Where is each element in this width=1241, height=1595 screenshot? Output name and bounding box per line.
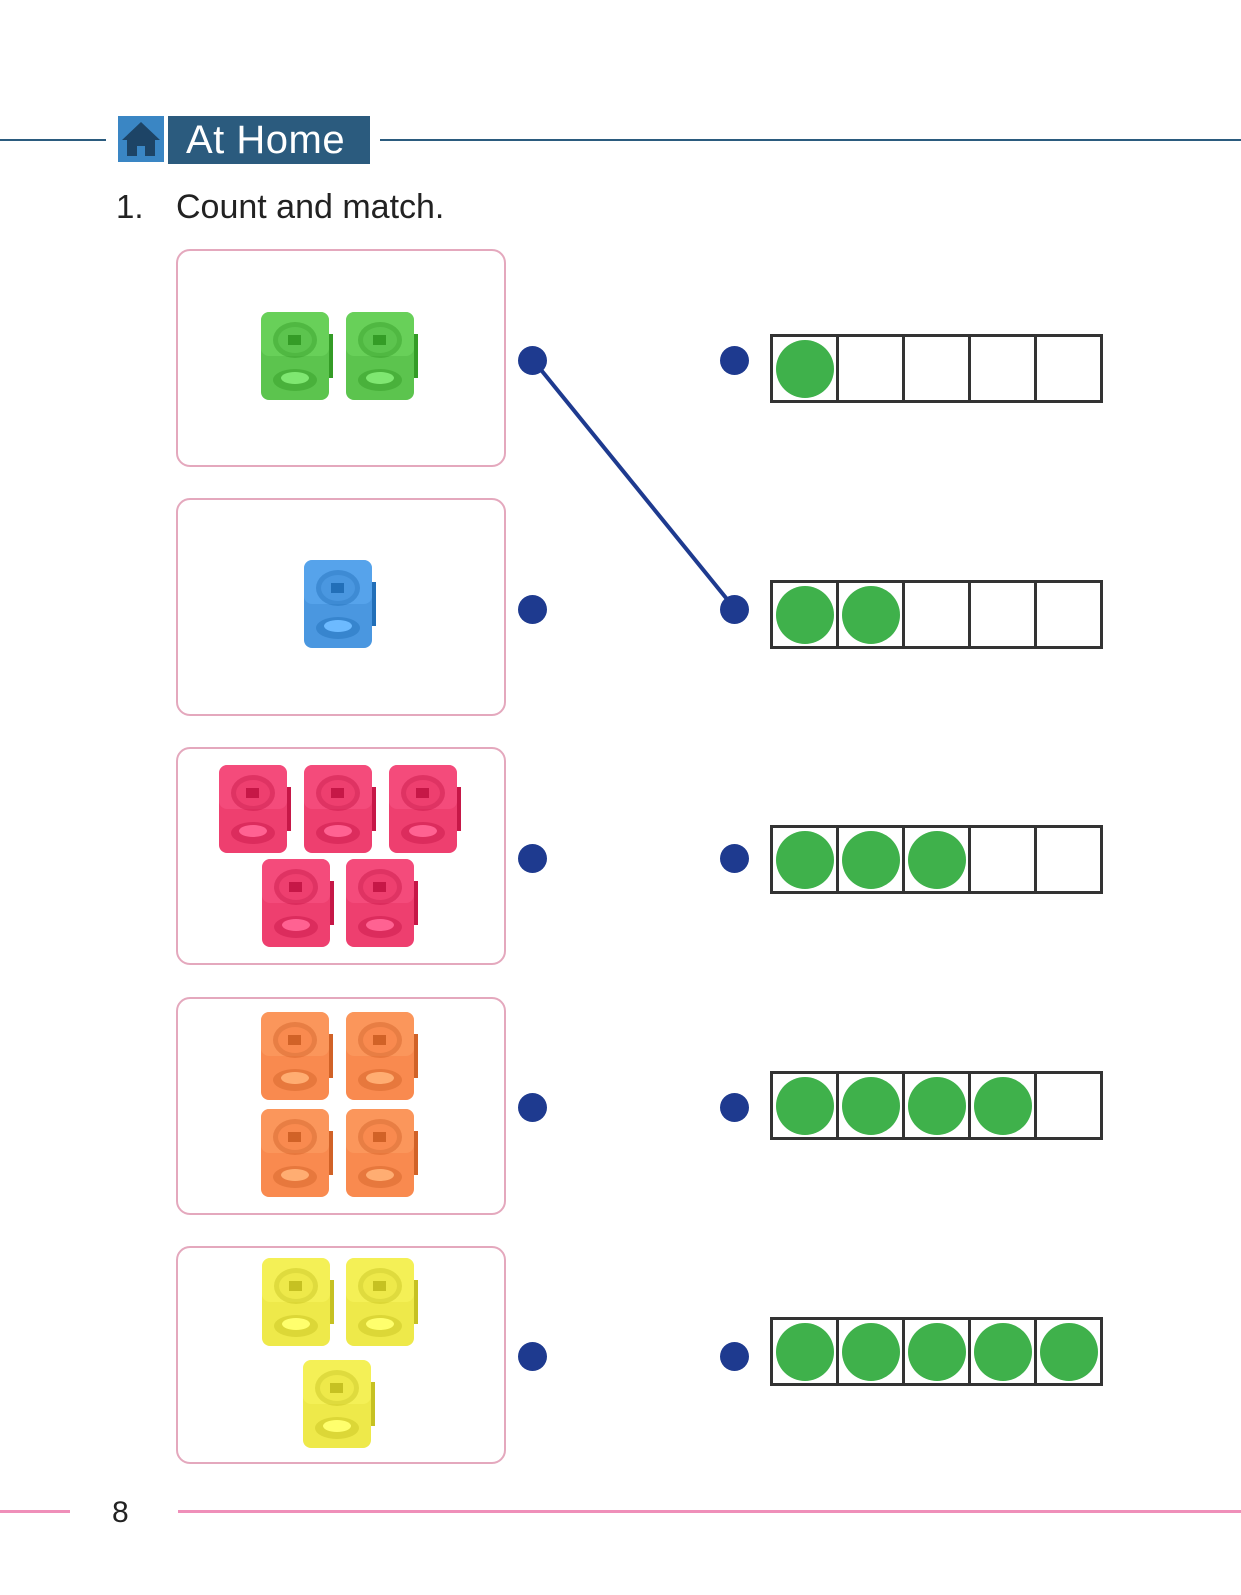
question-text: Count and match. bbox=[176, 188, 445, 226]
counter-circle bbox=[775, 1322, 834, 1381]
question-number: 1. bbox=[116, 188, 144, 225]
page-number: 8 bbox=[112, 1496, 129, 1529]
left-dot-3[interactable] bbox=[518, 844, 547, 873]
frame-cell bbox=[1037, 337, 1100, 400]
blue-cube bbox=[304, 560, 376, 648]
frame-cell bbox=[839, 828, 905, 891]
yellow-cube bbox=[303, 1360, 375, 1448]
counter-circle bbox=[841, 1076, 900, 1135]
cube-card-1 bbox=[176, 249, 506, 467]
orange-cube bbox=[261, 1012, 333, 1100]
footer-rule-right bbox=[178, 1510, 1241, 1513]
frame-cell bbox=[1037, 583, 1100, 646]
match-line bbox=[531, 358, 737, 611]
frame-cell bbox=[905, 583, 971, 646]
green-cube bbox=[261, 312, 333, 400]
frame-cell bbox=[971, 1074, 1037, 1137]
counter-circle bbox=[841, 1322, 900, 1381]
counter-circle bbox=[973, 1076, 1032, 1135]
frame-cell bbox=[773, 1320, 839, 1383]
frame-cell bbox=[971, 1320, 1037, 1383]
counter-circle bbox=[907, 1076, 966, 1135]
pink-cube bbox=[346, 859, 418, 947]
section-title: At Home bbox=[168, 116, 370, 164]
left-dot-1[interactable] bbox=[518, 346, 547, 375]
frame-cell bbox=[839, 337, 905, 400]
frame-cell bbox=[839, 583, 905, 646]
frame-cell bbox=[773, 1074, 839, 1137]
counter-circle bbox=[841, 830, 900, 889]
frame-cell bbox=[1037, 1074, 1100, 1137]
right-dot-4[interactable] bbox=[720, 1093, 749, 1122]
header-rule-left bbox=[0, 139, 106, 141]
footer-rule-left bbox=[0, 1510, 70, 1513]
pink-cube bbox=[304, 765, 376, 853]
counter-circle bbox=[1039, 1322, 1098, 1381]
home-icon bbox=[118, 116, 164, 162]
left-dot-5[interactable] bbox=[518, 1342, 547, 1371]
frame-cell bbox=[971, 583, 1037, 646]
frame-cell bbox=[971, 337, 1037, 400]
frame-cell bbox=[905, 1320, 971, 1383]
pink-cube bbox=[262, 859, 334, 947]
frame-cell bbox=[773, 828, 839, 891]
pink-cube bbox=[389, 765, 461, 853]
counter-circle bbox=[973, 1322, 1032, 1381]
five-frame-5 bbox=[770, 1317, 1103, 1386]
frame-cell bbox=[905, 1074, 971, 1137]
left-dot-4[interactable] bbox=[518, 1093, 547, 1122]
left-dot-2[interactable] bbox=[518, 595, 547, 624]
frame-cell bbox=[839, 1074, 905, 1137]
counter-circle bbox=[907, 830, 966, 889]
counter-circle bbox=[841, 585, 900, 644]
counter-circle bbox=[775, 830, 834, 889]
frame-cell bbox=[1037, 1320, 1100, 1383]
frame-cell bbox=[905, 337, 971, 400]
yellow-cube bbox=[346, 1258, 418, 1346]
frame-cell bbox=[773, 583, 839, 646]
frame-cell bbox=[773, 337, 839, 400]
yellow-cube bbox=[262, 1258, 334, 1346]
cube-card-4 bbox=[176, 997, 506, 1215]
right-dot-2[interactable] bbox=[720, 595, 749, 624]
frame-cell bbox=[839, 1320, 905, 1383]
five-frame-1 bbox=[770, 334, 1103, 403]
five-frame-2 bbox=[770, 580, 1103, 649]
counter-circle bbox=[907, 1322, 966, 1381]
right-dot-1[interactable] bbox=[720, 346, 749, 375]
five-frame-3 bbox=[770, 825, 1103, 894]
frame-cell bbox=[971, 828, 1037, 891]
counter-circle bbox=[775, 585, 834, 644]
header-rule-right bbox=[380, 139, 1241, 141]
green-cube bbox=[346, 312, 418, 400]
pink-cube bbox=[219, 765, 291, 853]
orange-cube bbox=[261, 1109, 333, 1197]
orange-cube bbox=[346, 1109, 418, 1197]
five-frame-4 bbox=[770, 1071, 1103, 1140]
counter-circle bbox=[775, 339, 834, 398]
frame-cell bbox=[1037, 828, 1100, 891]
counter-circle bbox=[775, 1076, 834, 1135]
right-dot-5[interactable] bbox=[720, 1342, 749, 1371]
frame-cell bbox=[905, 828, 971, 891]
right-dot-3[interactable] bbox=[720, 844, 749, 873]
orange-cube bbox=[346, 1012, 418, 1100]
